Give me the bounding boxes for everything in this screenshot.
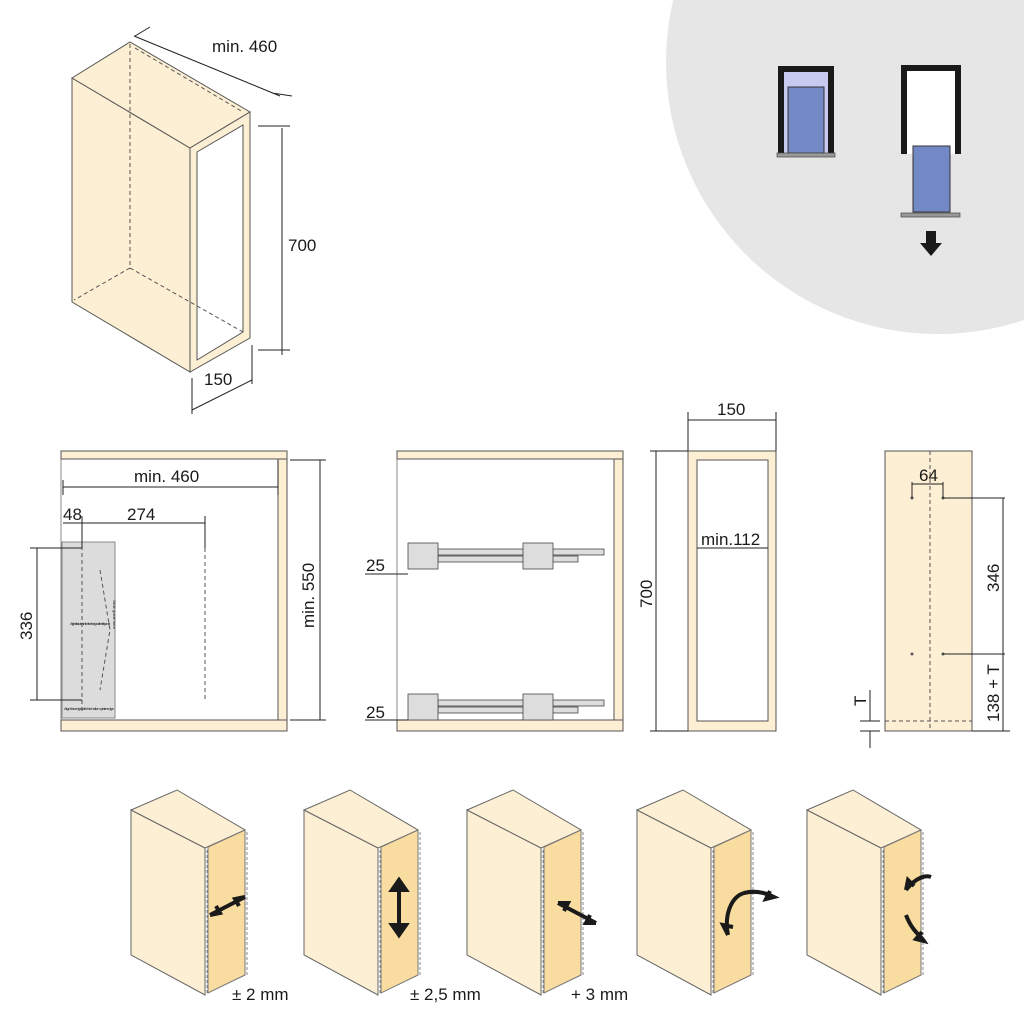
background-circle <box>666 0 1024 334</box>
door-outline <box>712 832 754 993</box>
door-front <box>883 829 922 994</box>
template-text-align-edge: Align this edge with the bottom plate ed… <box>64 706 115 711</box>
pullout-icon-open <box>900 65 961 256</box>
adjust-label-lateral: ± 2 mm <box>232 985 289 1004</box>
inner-height-label: min. 550 <box>299 563 318 628</box>
inner-width-label: min.112 <box>701 530 760 549</box>
door-outline <box>542 832 584 993</box>
door-outline <box>206 832 248 993</box>
arrow-down-icon <box>920 231 942 256</box>
adjust-arrow-icon <box>557 901 597 925</box>
front-offset-label: 48 <box>63 505 82 524</box>
adjustment-row <box>129 789 932 996</box>
adjust-arrow-icon <box>388 876 410 939</box>
thickness-label: T <box>851 696 870 706</box>
adjustment-box-rotation <box>805 789 932 996</box>
hole-offset-label: 274 <box>127 505 155 524</box>
iso-height-label: 700 <box>288 236 316 255</box>
adjust-label-depth: + 3 mm <box>571 985 628 1004</box>
front-height-label: 700 <box>637 580 656 608</box>
runner-top <box>407 542 605 570</box>
front-view: 150 700 min.112 <box>637 400 777 732</box>
drilling-template <box>61 541 116 719</box>
iso-depth-label: min. 460 <box>212 37 277 56</box>
adjustment-box-vertical <box>302 789 421 996</box>
front-width-label: 150 <box>717 400 745 419</box>
adjustment-box-depth <box>465 789 597 996</box>
adjust-label-vertical: ± 2,5 mm <box>410 985 481 1004</box>
runner-top-offset: 25 <box>366 556 385 575</box>
adjustment-box-tilt <box>635 789 780 996</box>
template-text-slide-guide: Slide guide here <box>112 600 117 630</box>
hole-spacing-label: 336 <box>17 612 36 640</box>
iso-width-label: 150 <box>204 370 232 389</box>
door-outline <box>379 832 421 993</box>
hole-spacing-64: 64 <box>919 466 938 485</box>
adjust-arrow-icon <box>904 874 932 945</box>
door-front <box>207 829 246 994</box>
adjustment-box-lateral <box>129 789 248 996</box>
side-view-template: Align this side with the front edge of t… <box>17 450 326 732</box>
iso-cabinet: min. 460 700 150 <box>71 26 316 414</box>
runner-bottom-offset: 25 <box>366 703 385 722</box>
bottom-offset-label: 138 + T <box>984 664 1003 722</box>
side-view-runners: 25 25 <box>365 450 624 732</box>
door-outline <box>882 832 924 993</box>
door-panel: 64 346 138 + T T <box>851 450 1010 748</box>
pullout-icon-closed <box>776 66 836 158</box>
adjust-arrow-icon <box>209 895 246 917</box>
door-front <box>543 829 582 994</box>
side-depth-label: min. 460 <box>134 467 199 486</box>
runner-bottom <box>407 693 605 721</box>
template-text-align-side: Align this side with the front edge of t… <box>70 621 111 626</box>
adjust-arrow-icon <box>719 889 780 936</box>
vertical-spacing-label: 346 <box>984 564 1003 592</box>
door-front <box>713 829 752 994</box>
